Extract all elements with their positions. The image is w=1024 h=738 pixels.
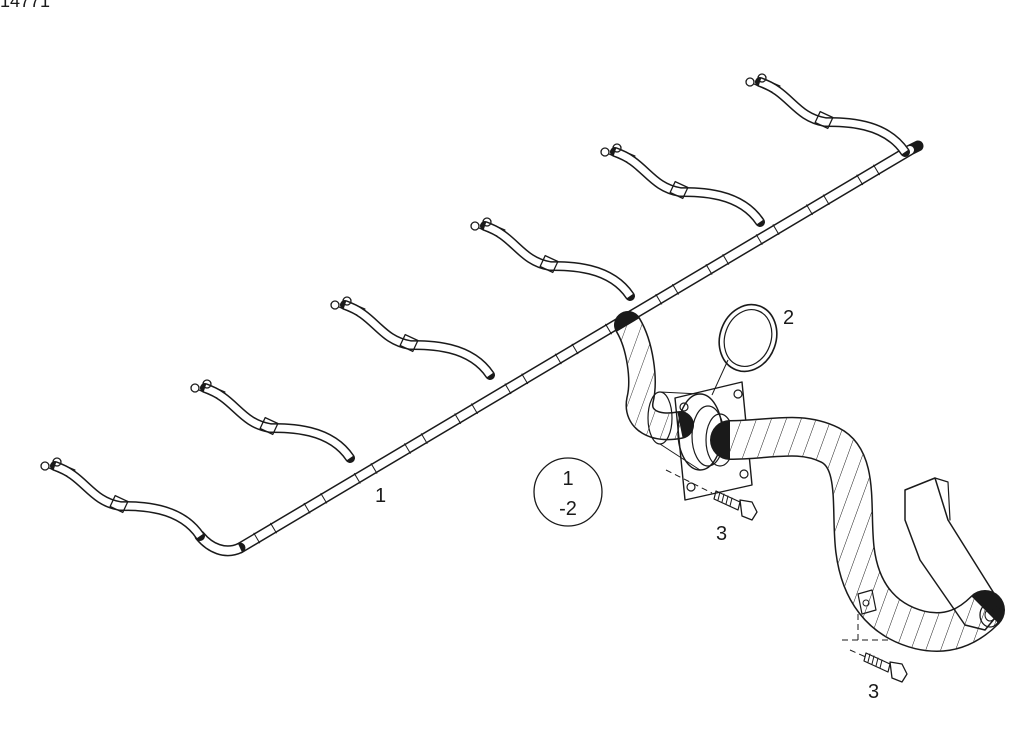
branch-connector-block bbox=[814, 110, 834, 130]
injector-connector-icon bbox=[745, 77, 755, 87]
harness-branch bbox=[330, 296, 495, 380]
callout-seal-ring: 2 bbox=[783, 307, 794, 329]
trunk-band bbox=[655, 293, 663, 305]
callout-bolt-bracket: 3 bbox=[868, 681, 879, 703]
trunk-band bbox=[420, 433, 428, 444]
connector-pigtail bbox=[614, 311, 694, 441]
trunk-band bbox=[554, 353, 562, 365]
injector-connector-icon bbox=[757, 73, 767, 83]
o-ring-icon bbox=[711, 303, 778, 396]
trunk-band bbox=[605, 323, 612, 335]
injector-connector-icon bbox=[600, 147, 610, 157]
harness-branch bbox=[470, 217, 635, 301]
injector-connector-icon bbox=[482, 217, 492, 227]
harness-trunk bbox=[194, 140, 924, 557]
trunk-band bbox=[404, 443, 411, 454]
harness-branch bbox=[190, 379, 355, 463]
injector-connector-icon bbox=[52, 457, 62, 467]
injector-connector-icon bbox=[612, 143, 622, 153]
figure-id: 14771 bbox=[0, 0, 51, 11]
harness-trunk-bands bbox=[253, 164, 880, 544]
branch-connector-block bbox=[399, 333, 419, 353]
trunk-band bbox=[822, 194, 830, 206]
branch-connector-block bbox=[109, 494, 129, 514]
injector-connector-icon bbox=[342, 296, 352, 306]
injector-connector-icon bbox=[190, 383, 200, 393]
range-badge-top: 1 bbox=[562, 468, 573, 490]
trunk-band bbox=[471, 403, 478, 415]
trunk-band bbox=[705, 263, 713, 275]
harness-branch bbox=[40, 457, 205, 541]
harness-branch bbox=[745, 73, 910, 157]
trunk-band bbox=[370, 462, 378, 474]
bolt-icon-flange bbox=[665, 469, 758, 521]
trunk-band bbox=[772, 224, 780, 236]
trunk-band bbox=[873, 164, 880, 176]
trunk-band bbox=[353, 472, 361, 484]
harness-branch bbox=[600, 143, 765, 227]
trunk-band bbox=[303, 502, 311, 514]
branch-connector-block bbox=[259, 416, 279, 436]
trunk-band bbox=[521, 373, 529, 385]
injector-connector-icon bbox=[40, 461, 50, 471]
mounting-bracket bbox=[857, 477, 1001, 631]
trunk-band bbox=[806, 204, 813, 216]
trunk-band bbox=[454, 413, 462, 425]
injector-connector-icon bbox=[202, 379, 212, 389]
trunk-band bbox=[504, 383, 512, 395]
harness-branches bbox=[40, 73, 910, 541]
trunk-band bbox=[571, 343, 579, 355]
callout-bolt-flange: 3 bbox=[716, 523, 727, 545]
outlet-conduit bbox=[710, 416, 1005, 653]
trunk-band bbox=[755, 234, 763, 245]
trunk-band bbox=[253, 532, 261, 544]
branch-connector-block bbox=[669, 180, 689, 200]
injector-connector-icon bbox=[470, 221, 480, 231]
trunk-band bbox=[270, 522, 277, 534]
range-badge-bottom: -2 bbox=[559, 498, 577, 520]
range-badge: 1 -2 bbox=[533, 457, 603, 527]
branch-connector-block bbox=[539, 254, 559, 274]
trunk-band bbox=[856, 174, 864, 186]
callout-harness: 1 bbox=[375, 485, 386, 507]
trunk-band bbox=[320, 492, 328, 504]
injector-connector-icon bbox=[330, 300, 340, 310]
trunk-band bbox=[722, 254, 730, 265]
trunk-band bbox=[672, 283, 679, 295]
bolt-icon-bracket bbox=[842, 614, 908, 683]
